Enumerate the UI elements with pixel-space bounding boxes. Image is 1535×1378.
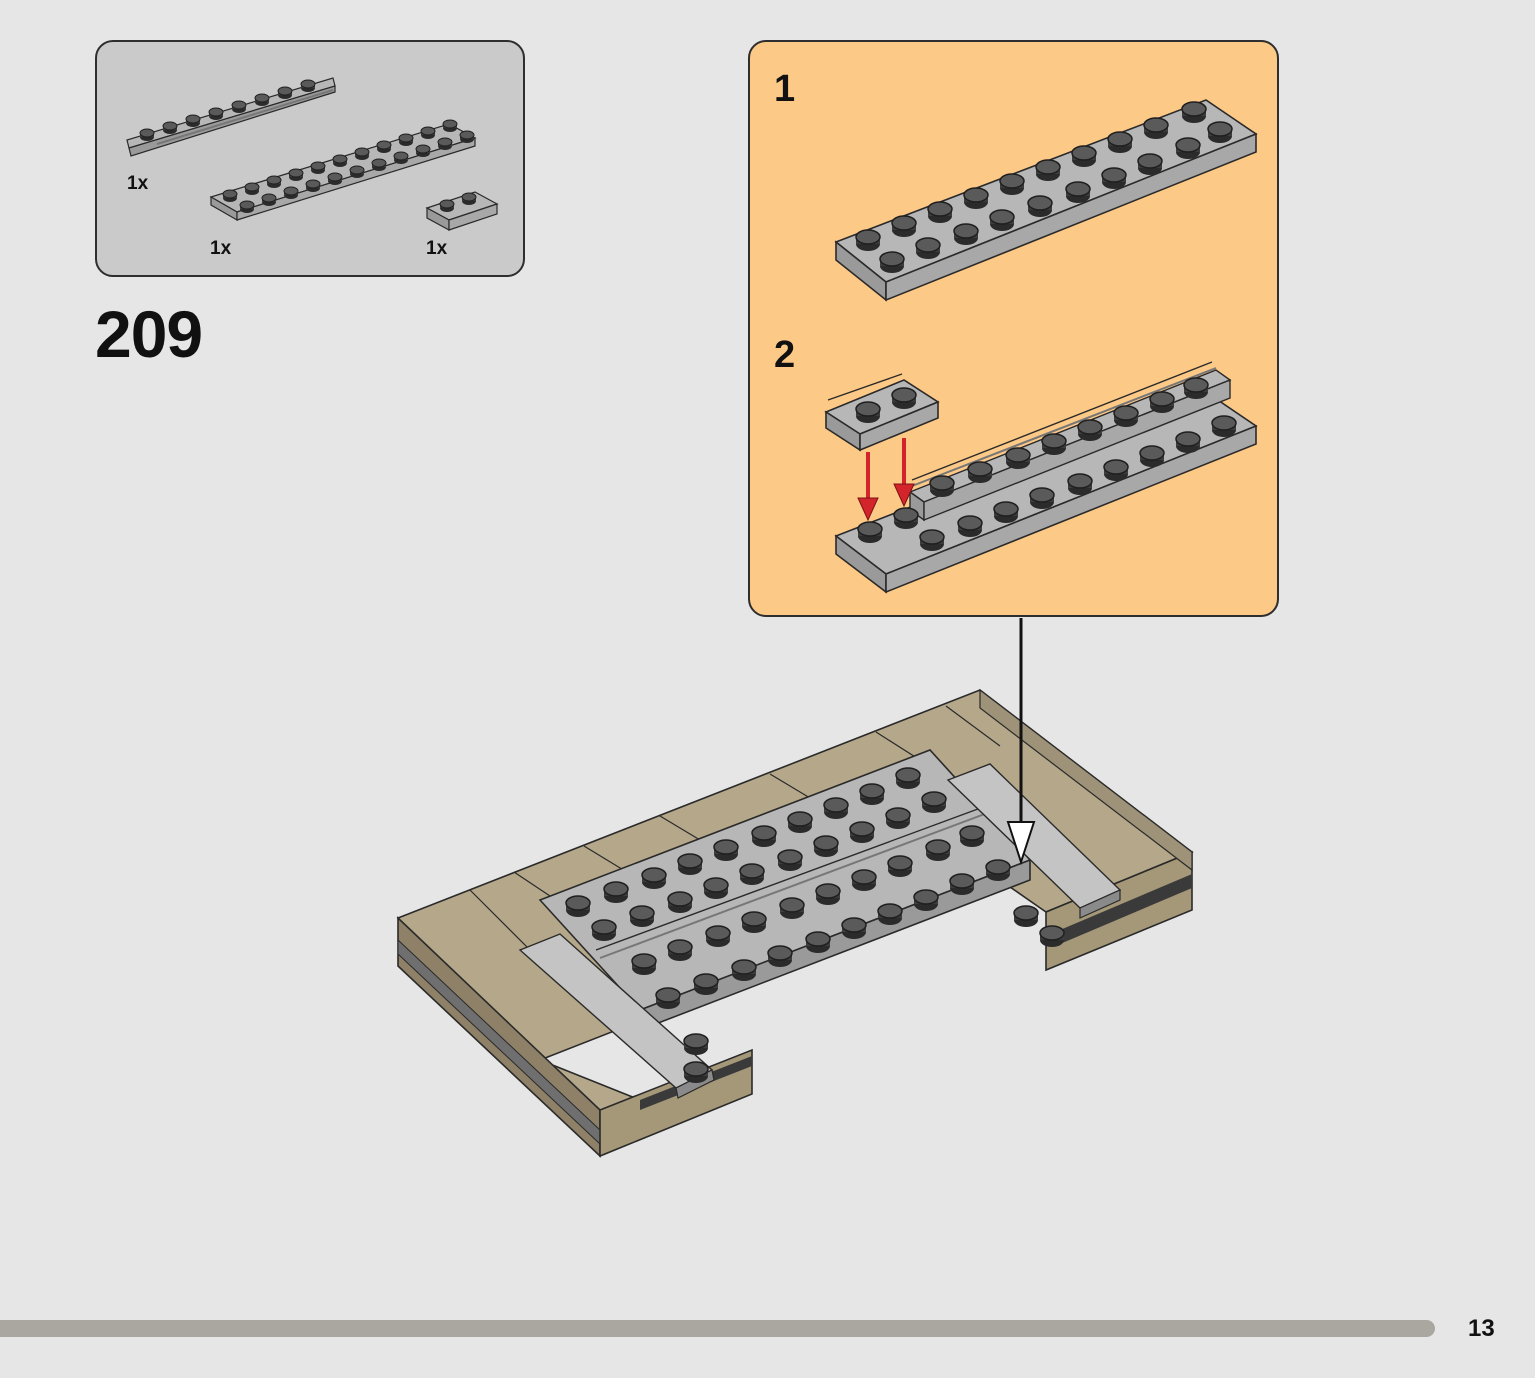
part-long-rail-plate	[126, 77, 336, 157]
sub-step-number: 2	[774, 334, 796, 376]
sub-step-1-plate	[834, 99, 1258, 302]
part-short-rail-plate	[425, 191, 499, 232]
right-rail	[946, 763, 1122, 919]
sub-assembly-panel: 1 2	[748, 40, 1279, 617]
page-number: 13	[1468, 1315, 1495, 1342]
placement-arrow-icon	[1006, 618, 1036, 866]
page-progress-bar	[0, 1320, 1435, 1337]
part-quantity: 1x	[210, 238, 232, 259]
part-quantity: 1x	[127, 173, 149, 194]
part-plate-2x12	[209, 119, 477, 222]
sub-step-2-short-plate	[824, 373, 940, 452]
part-quantity: 1x	[426, 238, 448, 259]
sub-step-number: 1	[774, 68, 796, 110]
sub-assembly-illustration	[824, 99, 1258, 594]
parts-list-panel: 1x 1x 1x	[95, 40, 525, 277]
red-arrow-icon	[857, 438, 915, 522]
sub-step-2-plate	[834, 361, 1258, 594]
parts-illustration	[126, 77, 499, 232]
step-number: 209	[95, 297, 203, 371]
